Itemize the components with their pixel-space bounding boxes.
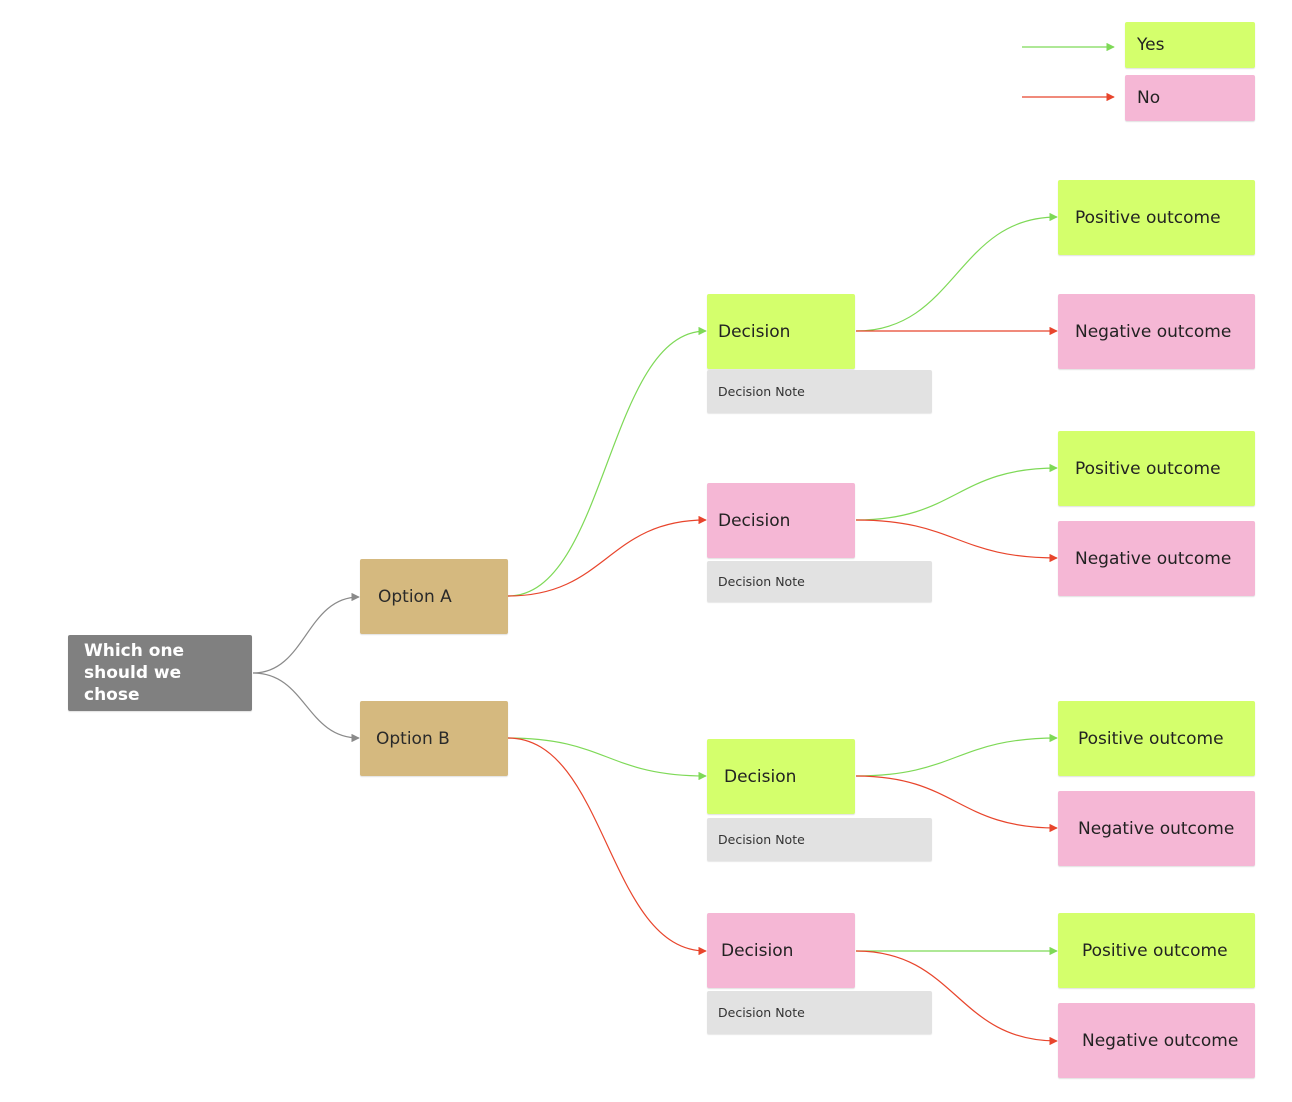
- root-question-label: Which one should we chose: [84, 641, 185, 705]
- decision-4-positive-label: Positive outcome: [1082, 940, 1228, 961]
- decision-1-negative-outcome[interactable]: Negative outcome: [1058, 294, 1255, 369]
- decision-3[interactable]: Decision: [707, 739, 855, 814]
- legend-yes: Yes: [1125, 22, 1255, 68]
- edge-decision-3-positive: [855, 733, 1058, 777]
- decision-3-negative-outcome[interactable]: Negative outcome: [1058, 791, 1255, 866]
- decision-4-label: Decision: [721, 940, 794, 961]
- decision-1-note-label: Decision Note: [718, 384, 805, 399]
- option-b[interactable]: Option B: [360, 701, 508, 776]
- decision-4-note-label: Decision Note: [718, 1005, 805, 1020]
- edge-option-b-decision-3: [507, 737, 707, 781]
- edge-decision-3-negative: [855, 775, 1058, 833]
- edge-option-b-decision-4: [507, 737, 707, 956]
- decision-2-note[interactable]: Decision Note: [707, 561, 932, 602]
- decision-3-note[interactable]: Decision Note: [707, 818, 932, 861]
- edge-decision-4-negative: [855, 950, 1058, 1046]
- decision-1-negative-label: Negative outcome: [1075, 321, 1232, 342]
- decision-4-negative-label: Negative outcome: [1082, 1030, 1239, 1051]
- decision-2-note-label: Decision Note: [718, 574, 805, 589]
- decision-2-positive-outcome[interactable]: Positive outcome: [1058, 431, 1255, 506]
- decision-2[interactable]: Decision: [707, 483, 855, 558]
- edge-option-a-decision-2: [507, 515, 707, 597]
- legend-no: No: [1125, 75, 1255, 121]
- decision-1-label: Decision: [718, 321, 791, 342]
- edge-root-option-a: [252, 592, 360, 674]
- decision-1-positive-label: Positive outcome: [1075, 207, 1221, 228]
- edge-decision-2-positive: [855, 463, 1058, 521]
- decision-2-label: Decision: [718, 510, 791, 531]
- edge-option-a-decision-1: [507, 326, 707, 597]
- edge-decision-2-negative: [855, 519, 1058, 563]
- decision-4-negative-outcome[interactable]: Negative outcome: [1058, 1003, 1255, 1078]
- decision-3-note-label: Decision Note: [718, 832, 805, 847]
- decision-2-negative-outcome[interactable]: Negative outcome: [1058, 521, 1255, 596]
- decision-3-negative-label: Negative outcome: [1078, 818, 1235, 839]
- decision-3-positive-outcome[interactable]: Positive outcome: [1058, 701, 1255, 776]
- decision-1[interactable]: Decision: [707, 294, 855, 369]
- decision-3-positive-label: Positive outcome: [1078, 728, 1224, 749]
- option-a[interactable]: Option A: [360, 559, 508, 634]
- decision-2-positive-label: Positive outcome: [1075, 458, 1221, 479]
- decision-2-negative-label: Negative outcome: [1075, 548, 1232, 569]
- legend-no-label: No: [1137, 88, 1161, 108]
- legend-yes-label: Yes: [1137, 35, 1165, 55]
- root-question[interactable]: Which one should we chose: [68, 635, 252, 711]
- decision-1-positive-outcome[interactable]: Positive outcome: [1058, 180, 1255, 255]
- decision-4-positive-outcome[interactable]: Positive outcome: [1058, 913, 1255, 988]
- option-b-label: Option B: [376, 728, 450, 749]
- edge-root-option-b: [252, 672, 360, 743]
- decision-4-note[interactable]: Decision Note: [707, 991, 932, 1034]
- decision-4[interactable]: Decision: [707, 913, 855, 988]
- edge-decision-1-positive: [855, 212, 1058, 332]
- option-a-label: Option A: [378, 586, 452, 607]
- decision-1-note[interactable]: Decision Note: [707, 370, 932, 413]
- decision-3-label: Decision: [724, 766, 797, 787]
